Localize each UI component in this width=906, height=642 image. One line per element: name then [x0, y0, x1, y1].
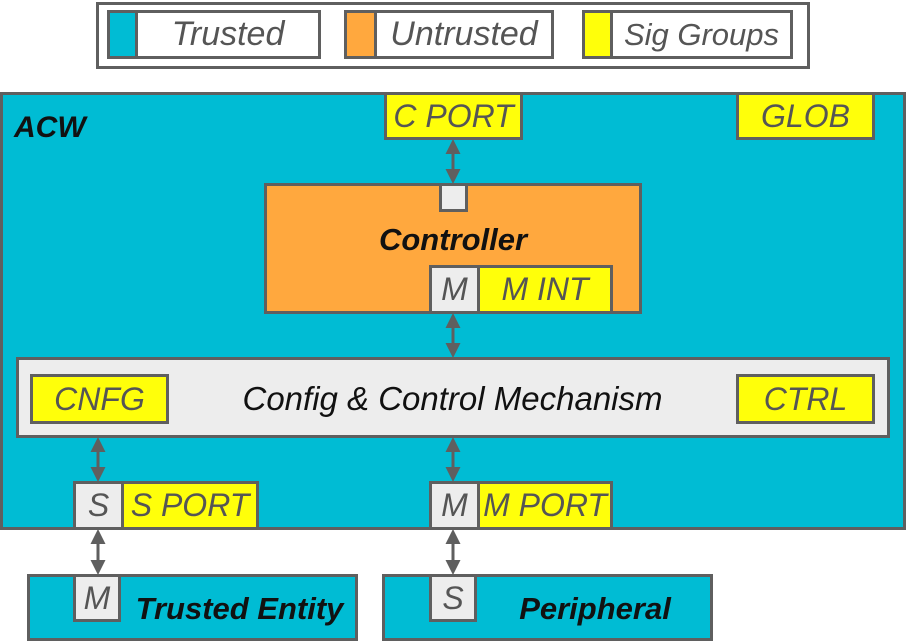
c-port — [384, 92, 523, 140]
glob-port — [736, 92, 875, 140]
glob-label: GLOB — [761, 97, 850, 134]
legend-untrusted-label: Untrusted — [390, 15, 538, 53]
trusted-entity-m-connector — [73, 574, 121, 622]
m-port-label: M PORT — [483, 487, 607, 523]
c-port-label: C PORT — [393, 97, 514, 134]
cnfg-label: CNFG — [54, 380, 145, 417]
controller-m-connector — [429, 265, 480, 314]
mechanism-title: Config & Control Mechanism — [242, 380, 663, 417]
legend-sig-groups-label: Sig Groups — [623, 16, 780, 52]
m-port — [477, 481, 613, 530]
controller-title: Controller — [378, 222, 528, 257]
legend-trusted-label: Trusted — [171, 15, 285, 53]
s-port-label: S PORT — [130, 487, 250, 523]
m-port-m-label: M — [441, 487, 468, 523]
peripheral-title: Peripheral — [519, 591, 671, 626]
s-port — [121, 481, 259, 530]
acw-label: ACW — [14, 111, 86, 144]
ctrl-label: CTRL — [763, 380, 848, 417]
m-int-port — [477, 265, 613, 314]
trusted-entity-m-label: M — [83, 579, 111, 616]
controller-m-label: M — [441, 271, 468, 307]
cnfg-port — [30, 374, 169, 424]
peripheral-s-connector — [429, 574, 477, 622]
legend-sig-groups-box — [610, 10, 793, 59]
trusted-entity-title: Trusted Entity — [135, 591, 344, 626]
legend-trusted-box — [135, 10, 321, 59]
m-int-label: M INT — [501, 271, 589, 307]
legend-untrusted-box — [374, 10, 554, 59]
peripheral-s-label: S — [442, 579, 464, 616]
ctrl-port — [736, 374, 875, 424]
controller-c-connector — [439, 183, 468, 212]
s-port-s-label: S — [87, 487, 110, 523]
